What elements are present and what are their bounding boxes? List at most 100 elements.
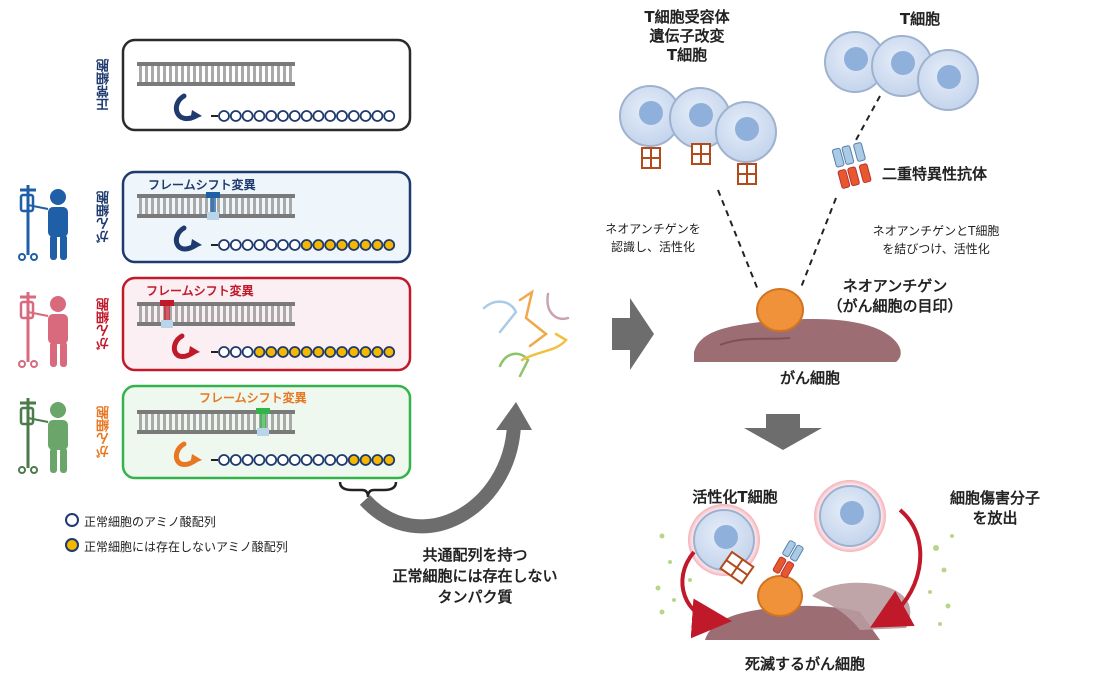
panel-1-title: フレームシフト変異 [148,178,256,192]
normal-amino-acid-bead [265,110,278,122]
normal-amino-acid-bead [229,239,242,251]
neoantigen-label: ネオアンチゲン （がん細胞の目印） [810,276,980,316]
t-cell-tcr-0 [619,85,681,147]
abnormal-amino-acid-bead [371,454,384,466]
dna-strand-0 [137,62,295,121]
normal-amino-acid-bead [229,110,242,122]
dna-strand-3 [137,408,295,467]
link-line-2: を結びつけ、活性化 [882,242,990,256]
normal-amino-acid-bead [241,239,254,251]
cancer-cell-label: がん細胞 [779,369,840,387]
legend-abnormal-aa: 正常細胞には存在しないアミノ酸配列 [84,540,288,554]
abnormal-amino-acid-bead [265,346,278,358]
abnormal-amino-acid-bead [347,346,360,358]
bispecific-antibody-icon [831,142,872,189]
normal-amino-acid-bead [324,454,337,466]
normal-amino-acid-bead [359,110,372,122]
dying-cancer-scene [655,480,954,640]
t-cell-label: T細胞 [899,10,941,28]
normal-amino-acid-bead [312,454,325,466]
patient-icon-pink [18,292,68,368]
shared-protein-line-3: タンパク質 [437,588,513,606]
link-line-1: ネオアンチゲンとT細胞 [872,224,1000,238]
t-cell-0 [824,31,886,93]
shared-protein-label: 共通配列を持つ 正常細胞には存在しない タンパク質 [385,545,565,608]
normal-amino-acid-bead [336,454,348,466]
abnormal-amino-acid-bead [288,346,301,358]
abnormal-amino-acid-bead [336,346,348,358]
recognize-line-2: 認識し、活性化 [610,240,695,254]
cytotoxic-release-label: 細胞傷害分子 を放出 [935,488,1055,528]
normal-amino-acid-bead [312,110,325,122]
normal-amino-acid-bead [288,239,301,251]
shared-sequence-bracket [338,481,398,498]
normal-amino-acid-bead [371,110,384,122]
dashed-line-tcr [717,189,759,291]
abnormal-amino-acid-bead [359,454,372,466]
normal-amino-acid-bead [253,454,266,466]
normal-amino-acid-bead [347,110,360,122]
tcr-t-cell-label: T細胞受容体 遺伝子改変 T細胞 [612,8,762,65]
dying-cancer-cell-label: 死滅するがん細胞 [744,655,865,673]
normal-amino-acid-bead [288,454,301,466]
normal-amino-acid-bead [265,454,278,466]
normal-amino-acid-bead [253,239,266,251]
normal-amino-acid-bead [265,239,278,251]
normal-amino-acid-bead [229,346,242,358]
side-label-cancer-1: がん細胞 [97,191,112,243]
legend-normal-aa: 正常細胞のアミノ酸配列 [84,515,216,529]
abnormal-amino-acid-bead [347,454,360,466]
normal-amino-acid-bead [218,346,230,358]
cancer-tissue-top [694,288,901,362]
normal-amino-acid-bead [300,110,313,122]
t-cell-group [824,31,979,111]
normal-amino-acid-bead [241,454,254,466]
abnormal-amino-acid-bead [324,346,337,358]
activated-t-cell-label: 活性化T細胞 [692,488,778,506]
recognize-line-1: ネオアンチゲンを [605,222,701,236]
abnormal-amino-acid-bead [371,346,384,358]
abnormal-amino-acid-bead [371,239,384,251]
abnormal-amino-acid-bead [253,346,266,358]
normal-amino-acid-bead [218,454,230,466]
side-label-cancer-3: がん細胞 [97,406,112,458]
abnormal-amino-acid-bead [383,346,396,358]
panel-3-title: フレームシフト変異 [199,391,307,405]
tcr-t-cell-line-2: 遺伝子改変 [649,27,725,45]
abnormal-amino-acid-bead [347,239,360,251]
legend [65,513,79,552]
curved-arrow-head [496,402,532,430]
abnormal-amino-acid-bead [359,239,372,251]
abnormal-amino-acid-bead [312,346,325,358]
tcr-t-cell-group [619,85,777,185]
normal-amino-acid-bead [253,110,266,122]
normal-amino-acid-bead [277,110,289,122]
neoantigen-line-2: （がん細胞の目印） [827,297,963,315]
curved-arrow-to-protein [359,424,521,534]
panel-2-title: フレームシフト変異 [146,284,254,298]
tcr-receptor-icon [641,147,661,169]
tcr-t-cell-line-1: T細胞受容体 [644,8,730,26]
normal-amino-acid-bead [277,239,289,251]
patient-icon-blue [18,185,68,261]
normal-amino-acid-bead [277,454,289,466]
normal-amino-acid-bead [324,110,337,122]
abnormal-amino-acid-bead [300,239,313,251]
patient-icon-green [18,398,68,474]
abnormal-amino-acid-bead [312,239,325,251]
shared-protein-line-1: 共通配列を持つ [422,546,528,564]
dashed-line-antibody [855,95,881,141]
block-arrow-right [612,298,654,370]
dna-strand-1 [137,192,295,252]
protein-fragments [482,289,570,378]
block-arrow-down [744,414,822,450]
normal-amino-acid-bead [300,454,313,466]
recognize-activate-label: ネオアンチゲンを 認識し、活性化 [578,220,728,256]
abnormal-amino-acid-bead [324,239,337,251]
tcr-receptor-icon [691,143,711,165]
normal-amino-acid-bead [218,110,230,122]
tcr-receptor-icon [737,163,757,185]
normal-amino-acid-bead [241,110,254,122]
neoantigen-top [756,288,804,332]
